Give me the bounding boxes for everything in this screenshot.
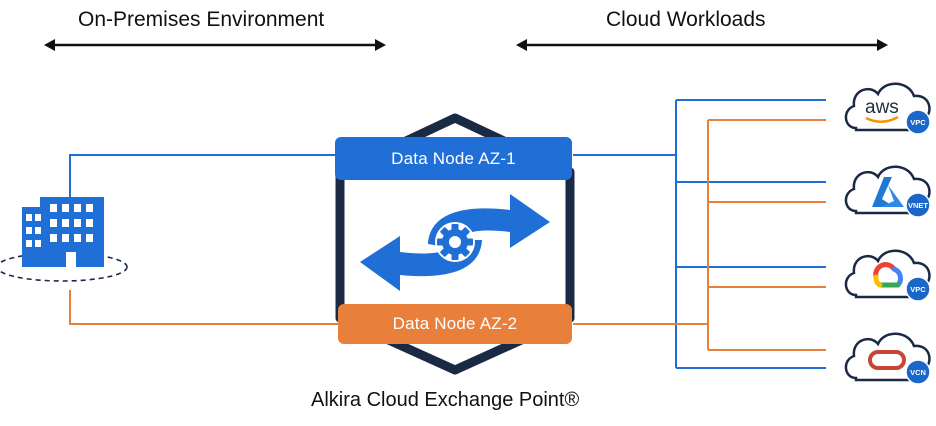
data-node-az1: Data Node AZ-1 bbox=[335, 137, 572, 180]
cloud-badge-vpc: VPC bbox=[910, 285, 926, 294]
onprem-orange-link bbox=[69, 290, 342, 325]
oracle-cloud: VCN bbox=[844, 332, 931, 385]
cloud-badge-vpc: VPC bbox=[910, 118, 926, 127]
onprem-blue-link bbox=[69, 154, 340, 200]
aws-smile-icon bbox=[865, 115, 899, 123]
aws-logo-text: aws bbox=[865, 97, 899, 118]
exchange-point-caption: Alkira Cloud Exchange Point® bbox=[311, 389, 580, 411]
blue-fanout-links bbox=[573, 99, 826, 369]
on-premises-span-arrow bbox=[44, 39, 386, 51]
aws-cloud: aws VPC bbox=[844, 82, 931, 135]
cloud-workloads-span-arrow bbox=[516, 39, 888, 51]
gcp-cloud: VPC bbox=[844, 249, 931, 302]
oracle-icon bbox=[868, 350, 906, 370]
office-building-icon bbox=[0, 197, 128, 282]
orange-fanout-links bbox=[573, 119, 826, 351]
on-premises-header: On-Premises Environment bbox=[78, 8, 325, 31]
azure-icon bbox=[872, 177, 904, 207]
cloud-workloads-header: Cloud Workloads bbox=[606, 8, 766, 31]
cloud-badge-vnet: VNET bbox=[908, 201, 928, 210]
data-node-az2: Data Node AZ-2 bbox=[338, 304, 572, 344]
gcp-icon bbox=[873, 262, 903, 288]
cloud-badge-vcn: VCN bbox=[910, 368, 926, 377]
azure-cloud: VNET bbox=[844, 165, 931, 218]
gear-icon bbox=[435, 222, 475, 262]
